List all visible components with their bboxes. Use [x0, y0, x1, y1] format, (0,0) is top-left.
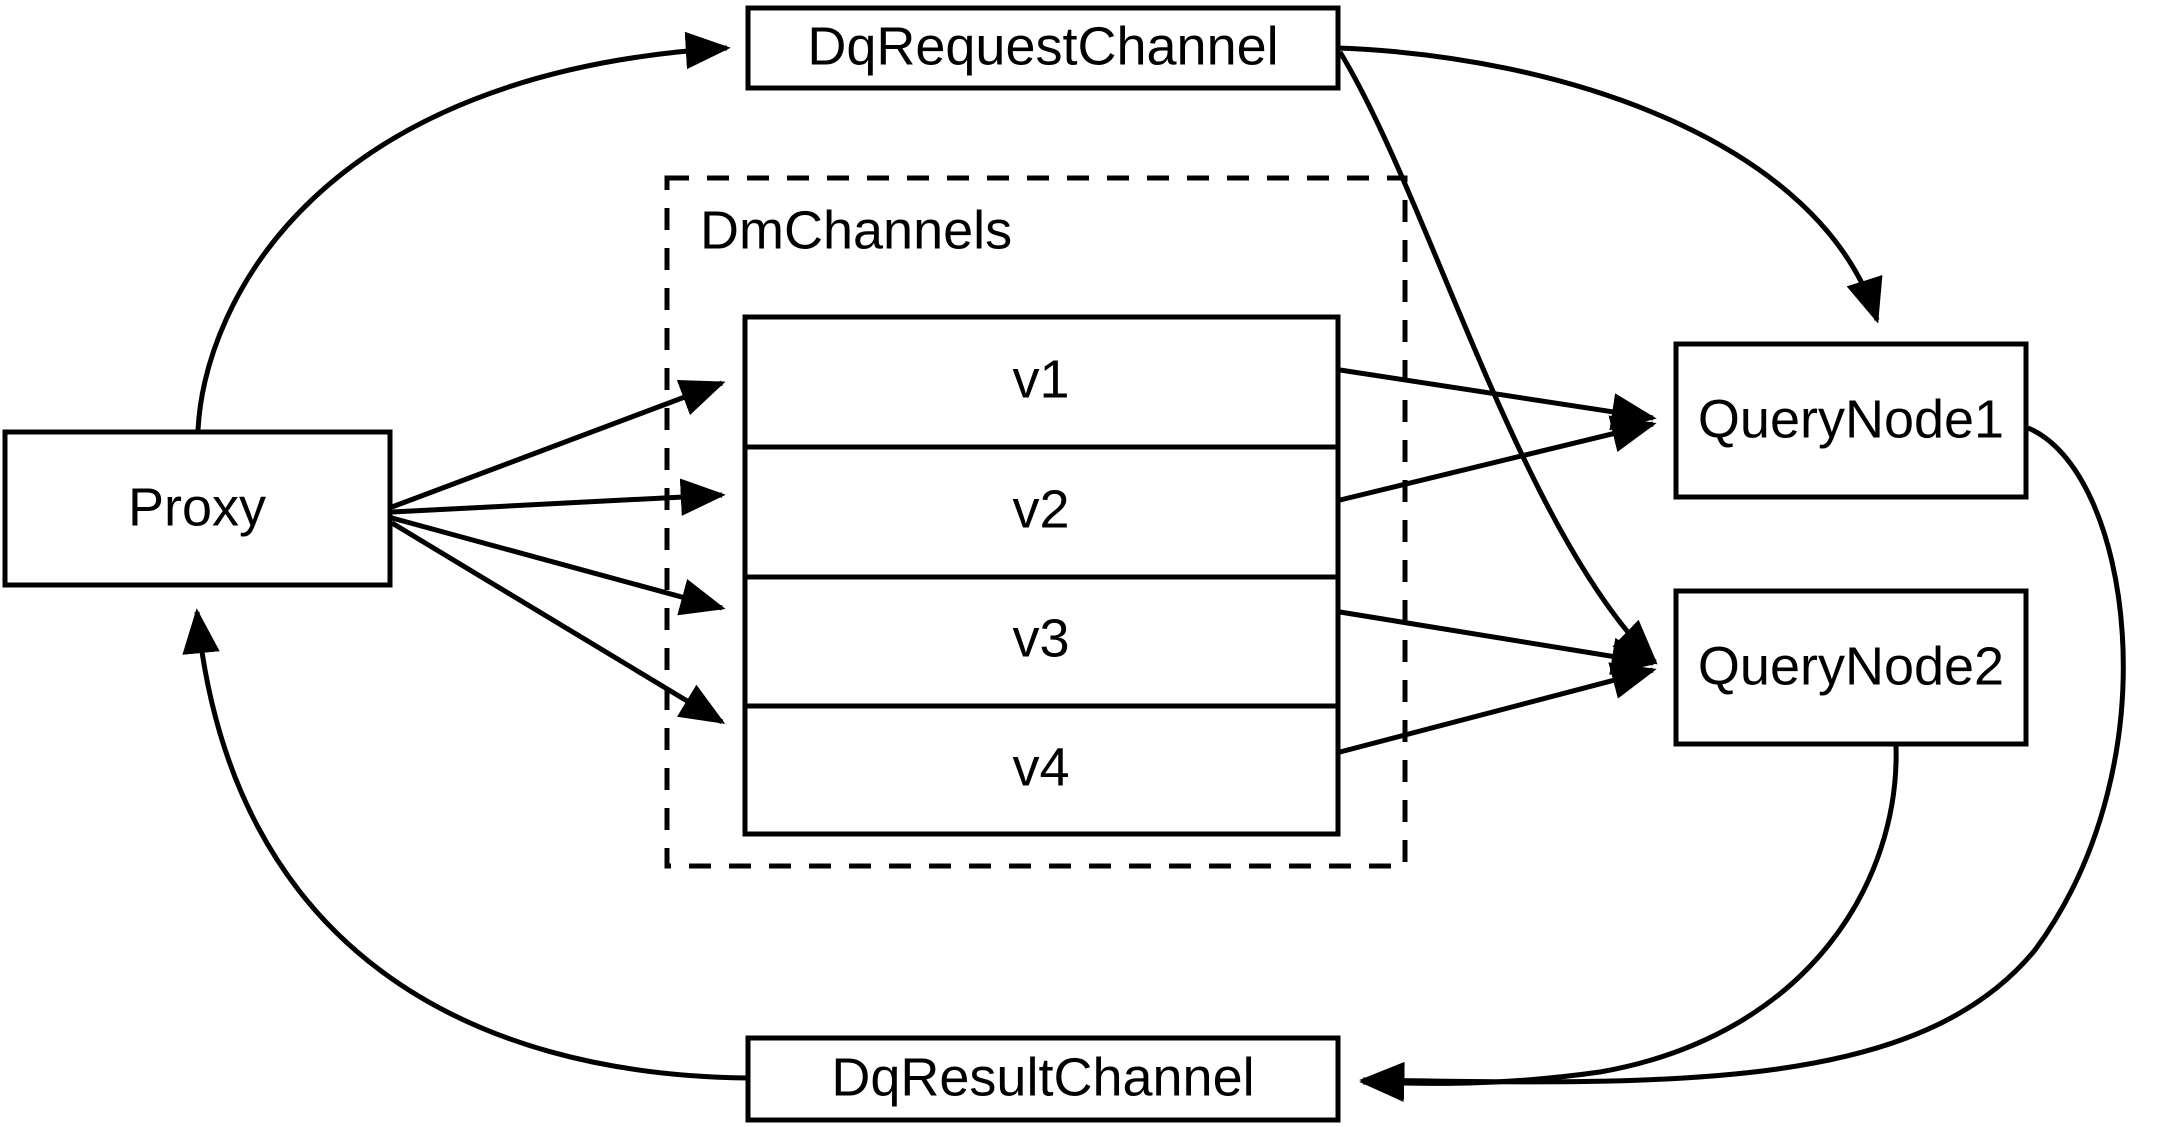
node-query-node-2[interactable]: QueryNode2 — [1673, 588, 2029, 747]
vchannel-stack[interactable]: v1 v2 v3 v4 — [742, 314, 1341, 837]
query-node-1-box — [1673, 341, 2029, 500]
query-node-2-label: QueryNode2 — [1698, 636, 2004, 696]
edge-dqresultchannel-to-proxy — [182, 608, 749, 1081]
proxy-box — [2, 429, 393, 588]
edge-dqrequestchannel-to-querynode2 — [1337, 50, 1658, 665]
dmchannels-group[interactable]: DmChannels — [664, 175, 1408, 869]
edge-proxy-to-dqrequestchannel — [195, 31, 731, 431]
dq-request-channel-label: DqRequestChannel — [807, 16, 1278, 76]
edge-v3-to-querynode2 — [1339, 609, 1657, 675]
edge-proxy-to-v2 — [391, 478, 726, 516]
proxy-label: Proxy — [128, 477, 266, 537]
dq-result-channel-box — [745, 1035, 1341, 1123]
edge-proxy-to-v4 — [390, 520, 726, 725]
edge-querynode1-to-dqresultchannel — [1359, 425, 2126, 1100]
node-proxy[interactable]: Proxy — [2, 429, 393, 588]
edge-v1-to-querynode1 — [1339, 367, 1657, 431]
dq-result-channel-label: DqResultChannel — [831, 1047, 1254, 1107]
query-node-2-box — [1673, 588, 2029, 747]
edge-proxy-to-v1 — [391, 379, 726, 510]
node-dq-result-channel[interactable]: DqResultChannel — [745, 1035, 1341, 1123]
dmchannels-group-label: DmChannels — [700, 200, 1012, 260]
vchannel-slot-v3-label: v3 — [1012, 608, 1069, 668]
vchannel-slot-v1-label: v1 — [1012, 349, 1069, 409]
node-query-node-1[interactable]: QueryNode1 — [1673, 341, 2029, 500]
vchannel-slot-v2-label: v2 — [1012, 479, 1069, 539]
dmchannels-group-border — [664, 175, 1408, 869]
edge-proxy-to-v3 — [391, 515, 726, 616]
edge-v4-to-querynode2 — [1339, 662, 1657, 755]
edge-layer — [182, 31, 2126, 1102]
vchannel-slot-v4-label: v4 — [1012, 737, 1069, 797]
query-node-1-label: QueryNode1 — [1698, 389, 2004, 449]
edge-querynode2-to-dqresultchannel — [1359, 745, 1899, 1102]
dq-request-channel-box — [745, 5, 1341, 91]
edge-v2-to-querynode1 — [1339, 415, 1657, 503]
edge-dqrequestchannel-to-querynode1 — [1337, 45, 1883, 324]
node-dq-request-channel[interactable]: DqRequestChannel — [745, 5, 1341, 91]
